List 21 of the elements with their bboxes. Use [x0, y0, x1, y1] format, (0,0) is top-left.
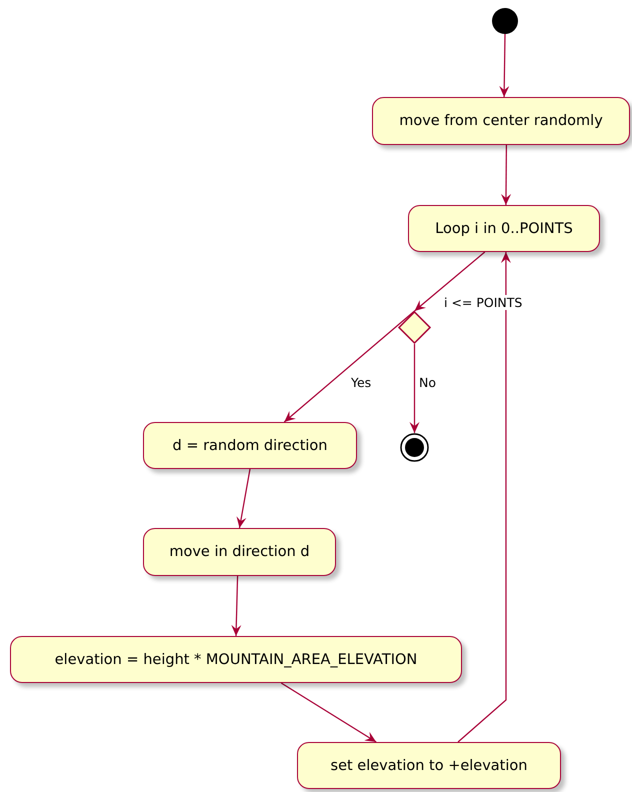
arrow	[458, 252, 511, 742]
edge-label: No	[418, 375, 437, 390]
arrow	[501, 145, 511, 205]
edge-label: i <= POINTS	[443, 295, 524, 310]
action-box: d = random direction	[143, 422, 357, 469]
action-box: set elevation to +elevation	[297, 742, 561, 789]
arrow	[499, 34, 510, 97]
arrow	[231, 576, 242, 636]
arrow	[280, 682, 377, 742]
action-box: Loop i in 0..POINTS	[408, 205, 600, 252]
arrow	[236, 468, 251, 528]
start-circle	[492, 8, 518, 34]
action-box: move from center randomly	[372, 97, 630, 145]
action-box: move in direction d	[143, 528, 336, 576]
arrow	[284, 310, 415, 422]
action-box: elevation = height * MOUNTAIN_AREA_ELEVATION	[10, 636, 462, 683]
arrow	[410, 344, 420, 433]
arrow	[414, 252, 486, 312]
decision-diamond	[398, 311, 431, 344]
edge-label: Yes	[350, 375, 372, 390]
end-circle	[400, 433, 429, 462]
